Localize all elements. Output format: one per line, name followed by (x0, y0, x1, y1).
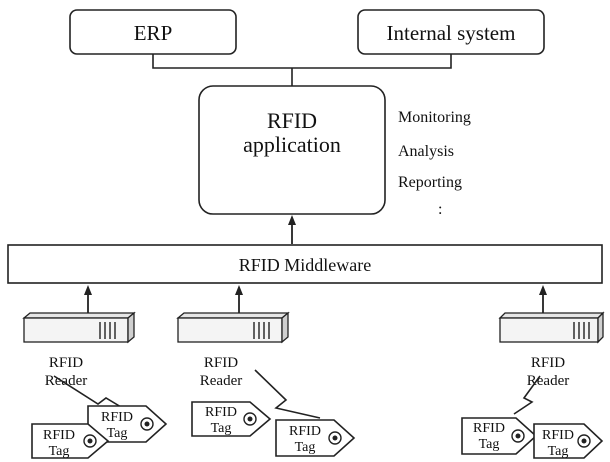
function-analysis: Analysis (398, 143, 454, 160)
reader-device-3 (498, 311, 605, 344)
rfid-tag-5: RFID Tag (461, 417, 538, 455)
radio-signal-reader3 (513, 375, 541, 415)
rfid-tag-2: RFID Tag (31, 423, 110, 459)
top-connector (152, 54, 452, 86)
application-functions: Monitoring Analysis Reporting : (398, 109, 471, 218)
rfid-middleware-node: RFID Middleware (7, 244, 603, 284)
reader3-label-line2: Reader (527, 373, 569, 389)
application-label-line1: RFID (267, 108, 317, 133)
function-reporting: Reporting (398, 174, 462, 191)
reader1-label-line1: RFID (49, 355, 83, 371)
middleware-label: RFID Middleware (239, 255, 371, 275)
reader3-label-line1: RFID (531, 355, 565, 371)
reader1-label-line2: Reader (45, 373, 87, 389)
tag4-label-line1: RFID (289, 424, 321, 439)
reader-device-1 (22, 311, 136, 344)
tag2-label-line2: Tag (49, 444, 70, 459)
tag6-label-line1: RFID (542, 428, 574, 443)
function-monitoring: Monitoring (398, 109, 471, 126)
tag1-label-line2: Tag (107, 426, 128, 441)
function-more: : (438, 201, 442, 218)
application-label-line2: application (243, 132, 341, 157)
tag4-label-line2: Tag (295, 440, 316, 455)
internal-system-label: Internal system (387, 21, 516, 45)
reader2-label-line2: Reader (200, 373, 242, 389)
rfid-tag-3: RFID Tag (191, 401, 272, 437)
rfid-tag-4: RFID Tag (275, 419, 356, 457)
tag5-label-line1: RFID (473, 421, 505, 436)
tag3-label-line1: RFID (205, 405, 237, 420)
tag3-label-line2: Tag (211, 421, 232, 436)
rfid-tag-1: RFID Tag (87, 405, 168, 443)
tag1-label-line1: RFID (101, 410, 133, 425)
erp-label: ERP (134, 21, 173, 45)
tag5-label-line2: Tag (479, 437, 500, 452)
reader-device-2 (176, 311, 290, 344)
tag2-label-line1: RFID (43, 428, 75, 443)
radio-signal-reader2 (254, 369, 321, 419)
internal-system-node: Internal system (357, 9, 545, 55)
tag6-label-line2: Tag (548, 444, 569, 459)
rfid-application-node: RFID application (198, 85, 386, 215)
erp-node: ERP (69, 9, 237, 55)
radio-signal-reader1 (53, 375, 127, 411)
reader2-label-line1: RFID (204, 355, 238, 371)
rfid-tag-6: RFID Tag (533, 423, 604, 459)
